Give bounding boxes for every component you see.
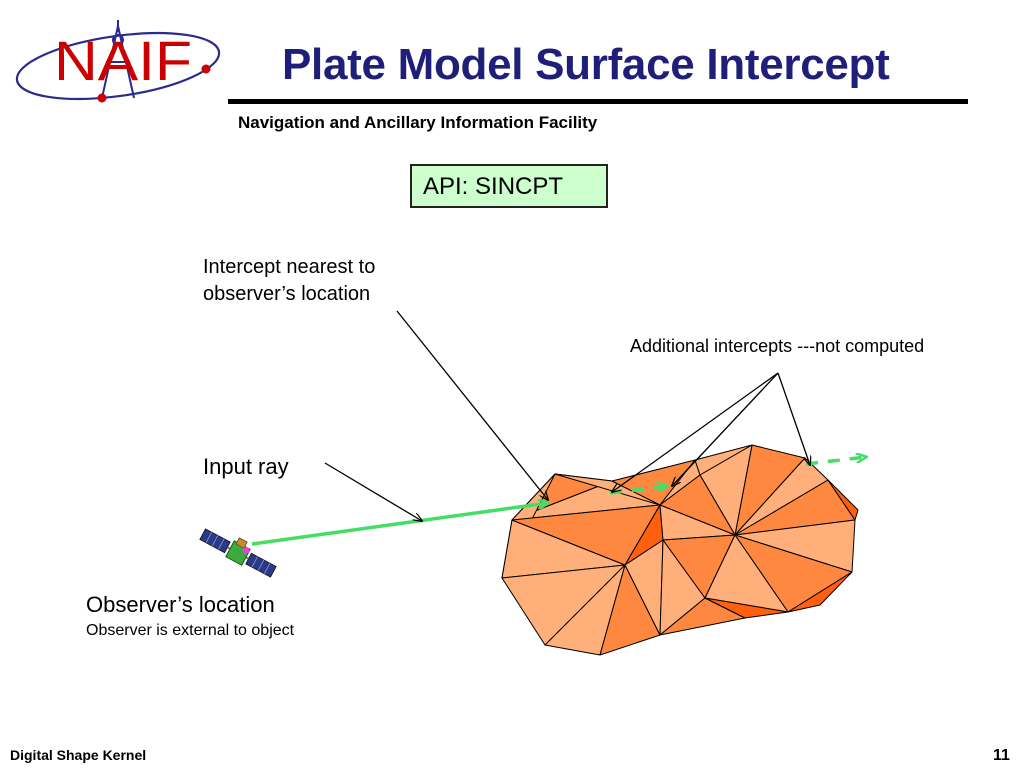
label-nearest-line1: Intercept nearest to — [203, 256, 376, 278]
page-subtitle: Navigation and Ancillary Information Fac… — [238, 113, 598, 132]
facet — [704, 597, 789, 619]
compass-icon — [101, 20, 135, 99]
leader-nearest — [396, 310, 548, 500]
plate-model-shape — [501, 444, 859, 656]
naif-logo: NAIF — [15, 20, 221, 103]
label-observer-note: Observer is external to object — [86, 622, 295, 639]
label-nearest-intercept: Intercept nearest to observer’s location — [203, 254, 375, 308]
spacecraft-icon — [199, 528, 277, 578]
leader-additional-1 — [612, 372, 779, 492]
page-title: Plate Model Surface Intercept — [282, 40, 890, 89]
orbit-dot-icon — [201, 64, 211, 74]
logo-text: NAIF — [54, 29, 192, 92]
leader-input-ray — [324, 462, 422, 521]
leader-additional-3 — [777, 372, 810, 465]
orbit-dot-icon — [97, 93, 107, 103]
label-additional-intercepts: Additional intercepts ---not computed — [630, 336, 925, 356]
label-input-ray: Input ray — [203, 454, 289, 479]
facet — [827, 479, 859, 521]
api-label-box: API: SINCPT — [410, 164, 608, 208]
additional-ray — [805, 457, 866, 466]
label-observer-location: Observer’s location — [86, 592, 275, 617]
facet — [787, 571, 853, 613]
page-number: 11 — [993, 747, 1010, 764]
label-nearest-line2: observer’s location — [203, 283, 371, 305]
title-divider — [228, 99, 968, 104]
input-ray — [251, 503, 548, 546]
leader-additional-2 — [672, 372, 779, 486]
footer-title: Digital Shape Kernel — [10, 747, 147, 763]
